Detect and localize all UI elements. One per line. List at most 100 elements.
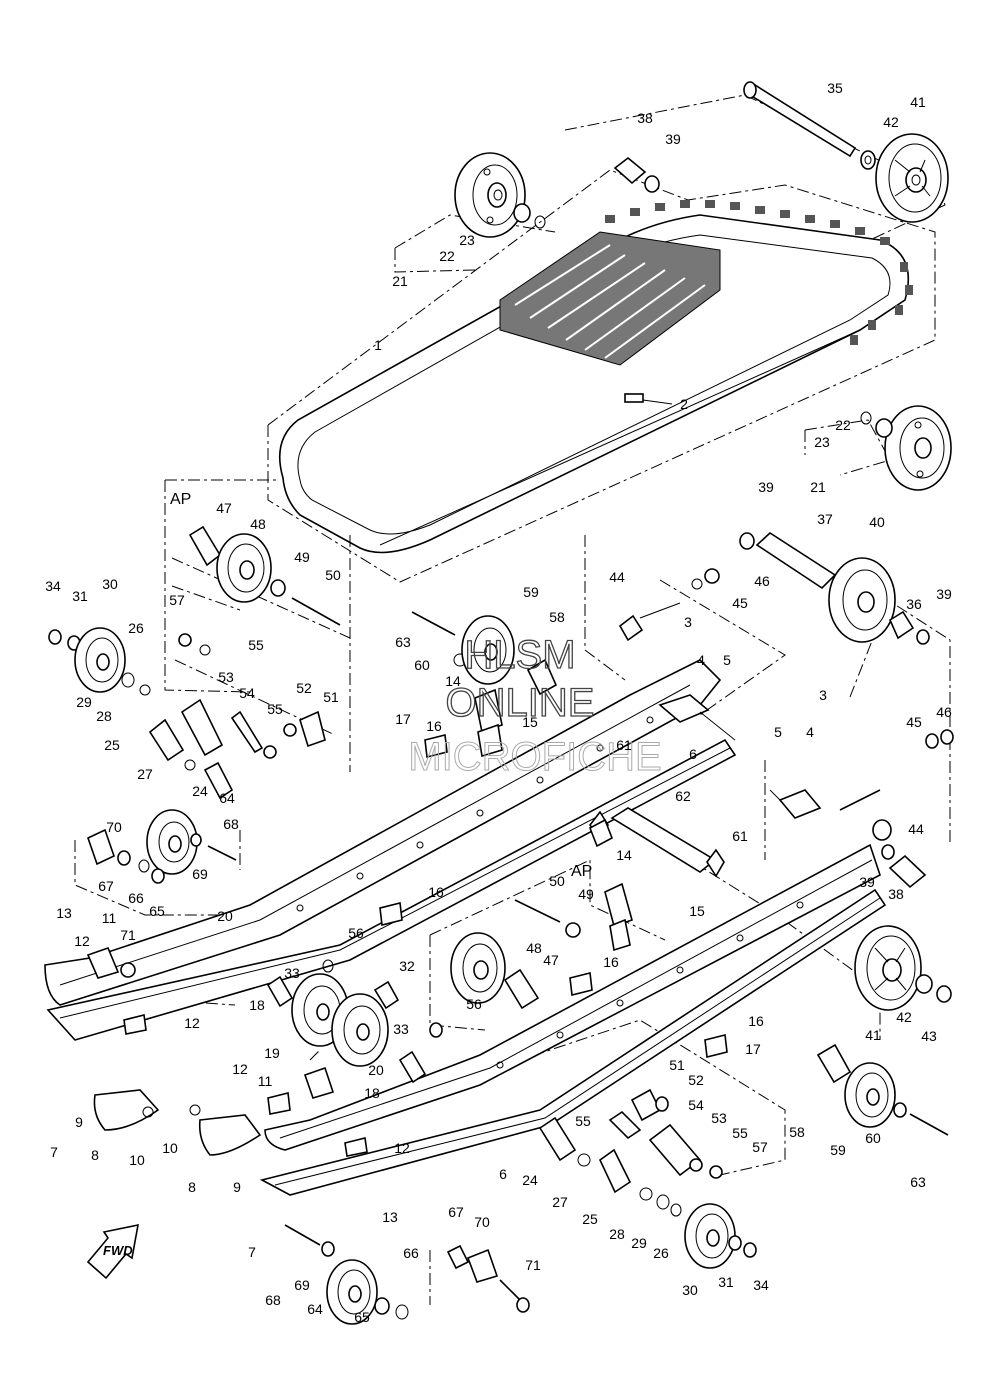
part-number-callout-c58b: 58 — [789, 1124, 805, 1140]
fwd-label: FWD — [103, 1243, 133, 1258]
part-number-callout-c38b: 38 — [888, 886, 904, 902]
track-outline-group — [267, 169, 936, 583]
part-number-callout-c12c: 12 — [232, 1061, 248, 1077]
part-number-callout-c55a: 55 — [248, 637, 264, 653]
rear-wheel-top — [875, 133, 949, 223]
part-number-callout-c63a: 63 — [395, 634, 411, 650]
part-number-callout-c54a: 54 — [239, 685, 255, 701]
rear-axle-shaft — [743, 81, 876, 170]
part-number-callout-c62: 62 — [675, 788, 691, 804]
part-number-callout-c32: 32 — [399, 958, 415, 974]
part-number-callout-c60b: 60 — [865, 1130, 881, 1146]
part-number-callout-c61a: 61 — [616, 737, 632, 753]
part-number-callout-c21a: 21 — [392, 273, 408, 289]
part-number-callout-c22b: 22 — [835, 417, 851, 433]
part-number-callout-c23a: 23 — [459, 232, 475, 248]
track-belt — [278, 214, 910, 554]
part-number-callout-c41b: 41 — [865, 1027, 881, 1043]
part-number-callout-c15a: 15 — [522, 714, 538, 730]
slide-rail-left — [44, 659, 737, 1041]
part-number-callout-c9b: 9 — [233, 1179, 241, 1195]
ap-group-left — [178, 525, 341, 759]
part-number-callout-c31a: 31 — [72, 588, 88, 604]
part-number-callout-c59b: 59 — [830, 1142, 846, 1158]
spacer-38-top — [613, 156, 660, 193]
part-number-callout-c61b: 61 — [732, 828, 748, 844]
slide-rail-right — [259, 843, 887, 1196]
track-edge-lugs — [605, 200, 913, 345]
part-number-callout-c48a: 48 — [250, 516, 266, 532]
part-number-callout-c22a: 22 — [439, 248, 455, 264]
part-number-callout-c70b: 70 — [474, 1214, 490, 1230]
part-number-callout-c18b: 18 — [364, 1085, 380, 1101]
part-number-callout-c4b: 4 — [806, 724, 814, 740]
part-number-callout-c38a: 38 — [637, 110, 653, 126]
part-number-callout-c19: 19 — [264, 1045, 280, 1061]
part-number-callout-c17b: 17 — [745, 1041, 761, 1057]
part-number-callout-c57b: 57 — [752, 1139, 768, 1155]
part-number-callout-c63b: 63 — [910, 1174, 926, 1190]
part-number-callout-c16c: 16 — [603, 954, 619, 970]
part-number-callout-c29a: 29 — [76, 694, 92, 710]
part-number-callout-c31b: 31 — [718, 1274, 734, 1290]
mid-wheels-pair — [266, 959, 443, 1084]
rear-axle-group — [618, 531, 930, 645]
part-number-callout-c50a: 50 — [325, 567, 341, 583]
part-number-callout-c48b: 48 — [526, 940, 542, 956]
part-number-callout-c39a: 39 — [665, 131, 681, 147]
watermark-line1: HLSM — [464, 633, 575, 677]
lower-right-parts — [538, 1043, 949, 1269]
part-number-callout-c27a: 27 — [137, 766, 153, 782]
part-number-callout-c42b: 42 — [896, 1009, 912, 1025]
ap-label-left: AP — [170, 491, 191, 508]
ap-label-right: AP — [571, 863, 592, 880]
part-number-callout-c24b: 24 — [522, 1172, 538, 1188]
part-number-callout-c10b: 10 — [162, 1140, 178, 1156]
part-number-callout-c67a: 67 — [98, 878, 114, 894]
part-number-callout-c43: 43 — [921, 1028, 937, 1044]
part-number-callout-c57a: 57 — [169, 592, 185, 608]
part-number-callout-c71a: 71 — [120, 927, 136, 943]
part-number-callout-c51a: 51 — [323, 689, 339, 705]
part-number-callout-c26b: 26 — [653, 1245, 669, 1261]
part-number-callout-c6b: 6 — [499, 1166, 507, 1182]
part-number-callout-c50b: 50 — [549, 873, 565, 889]
part-number-callout-c23b: 23 — [814, 434, 830, 450]
track-tread-block — [499, 231, 721, 366]
part-number-callout-c24a: 24 — [192, 783, 208, 799]
part-number-callout-c29b: 29 — [631, 1235, 647, 1251]
part-number-callout-c64b: 64 — [307, 1301, 323, 1317]
part-number-callout-c66b: 66 — [403, 1245, 419, 1261]
part-number-callout-c46b: 46 — [936, 704, 952, 720]
part-number-callout-c66a: 66 — [128, 890, 144, 906]
part-number-callout-c39c: 39 — [936, 586, 952, 602]
part-number-callout-c69a: 69 — [192, 866, 208, 882]
part-number-callout-c53a: 53 — [218, 669, 234, 685]
rear-wheel-right-lower — [854, 844, 952, 1011]
part-number-callout-c55b: 55 — [267, 701, 283, 717]
part-number-callout-c27b: 27 — [552, 1194, 568, 1210]
part-number-callout-c33a: 33 — [284, 965, 300, 981]
part-number-callout-c45a: 45 — [732, 595, 748, 611]
part-number-callout-c64a: 64 — [219, 790, 235, 806]
part-number-callout-c58a: 58 — [549, 609, 565, 625]
part-number-callout-c55d: 55 — [732, 1125, 748, 1141]
part-number-callout-c65b: 65 — [354, 1309, 370, 1325]
part-number-callout-c4a: 4 — [697, 652, 705, 668]
part-number-callout-c7b: 7 — [248, 1244, 256, 1260]
part-number-callout-c49b: 49 — [578, 886, 594, 902]
slide-rail-left-holes — [296, 716, 654, 912]
track-belt-inner — [297, 234, 891, 535]
part-number-callout-c28a: 28 — [96, 708, 112, 724]
slide-rail-right-holes — [496, 901, 804, 1069]
upper-idler-wheel-left — [454, 152, 546, 238]
part-number-callout-c3b: 3 — [819, 687, 827, 703]
part-number-callout-c54b: 54 — [688, 1097, 704, 1113]
watermark-line3: MICROFICHE — [408, 735, 661, 779]
part-number-callout-c52a: 52 — [296, 680, 312, 696]
ap-group-right — [450, 882, 633, 1010]
part-number-callout-c12a: 12 — [74, 933, 90, 949]
part-number-callout-c17a: 17 — [395, 711, 411, 727]
watermark: HLSM ONLINE MICROFICHE — [408, 632, 662, 779]
part-number-callout-c13a: 13 — [56, 905, 72, 921]
